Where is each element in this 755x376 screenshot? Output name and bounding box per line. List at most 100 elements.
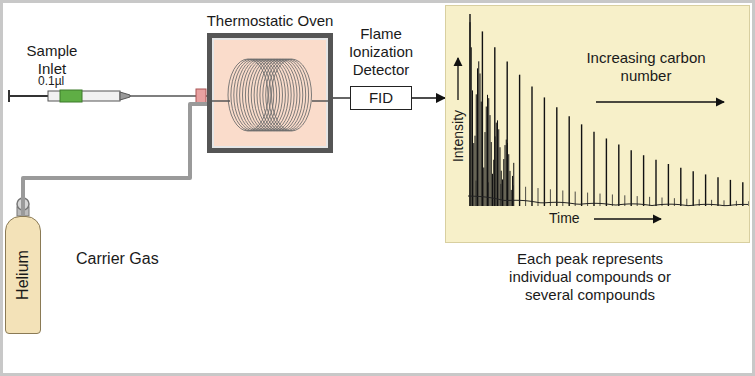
peak xyxy=(668,164,669,206)
peak xyxy=(482,31,483,206)
peak xyxy=(487,95,488,206)
gas-cylinder: Helium xyxy=(5,216,41,334)
peak xyxy=(505,145,506,206)
peaks xyxy=(470,14,749,206)
minor-peak xyxy=(476,181,477,206)
peak xyxy=(513,163,514,206)
peak xyxy=(508,154,509,206)
peak xyxy=(581,124,582,206)
axis-label: Time xyxy=(549,210,580,226)
peak xyxy=(643,155,644,206)
syringe-tip xyxy=(120,92,130,100)
peak xyxy=(502,179,503,206)
volume-label: 0.1µl xyxy=(38,74,64,88)
minor-peak xyxy=(550,189,551,206)
peak xyxy=(569,116,570,206)
peak xyxy=(488,98,489,206)
peak xyxy=(478,61,479,206)
minor-peak xyxy=(538,188,539,206)
peak xyxy=(693,171,694,206)
detector-box: Flame Ionization DetectorFID xyxy=(350,86,412,110)
column-line xyxy=(333,97,350,99)
gas-line xyxy=(23,104,207,216)
minor-peak xyxy=(711,200,712,206)
peak xyxy=(631,150,632,206)
peak xyxy=(497,120,498,206)
syringe-needle xyxy=(130,95,207,97)
axis-label: Intensity xyxy=(450,110,466,162)
peak xyxy=(544,97,545,206)
peak xyxy=(477,68,478,206)
peak xyxy=(655,160,656,206)
caption-note: Each peak represents individual compound… xyxy=(490,250,690,304)
peak xyxy=(680,168,681,206)
peak xyxy=(606,138,607,206)
peak xyxy=(491,142,492,206)
peak xyxy=(519,75,520,206)
minor-peak xyxy=(488,182,489,206)
peak xyxy=(512,176,513,206)
peak xyxy=(475,136,476,206)
minor-peak xyxy=(748,201,749,206)
coil-windings xyxy=(228,59,312,131)
peak xyxy=(490,115,491,206)
plunger-head xyxy=(60,90,82,102)
minor-peak xyxy=(513,185,514,206)
minor-peak xyxy=(637,196,638,206)
peak xyxy=(469,14,470,206)
peak xyxy=(485,132,486,206)
peak xyxy=(486,107,487,206)
syringe-barrel xyxy=(48,91,120,101)
peak xyxy=(483,167,484,206)
coil-winding xyxy=(272,59,312,131)
oven-box: Thermostatic Oven xyxy=(207,33,333,153)
coil-lead xyxy=(212,100,230,102)
trend-arrow xyxy=(596,101,724,102)
peak xyxy=(556,107,557,206)
peak xyxy=(507,62,508,206)
coil-lead xyxy=(312,100,328,102)
minor-peak xyxy=(525,187,526,206)
minor-peak xyxy=(686,199,687,206)
oven-heading: Thermostatic Oven xyxy=(207,12,334,29)
column-coil xyxy=(212,38,328,148)
peak xyxy=(476,94,477,206)
peak xyxy=(618,145,619,206)
syringe xyxy=(9,89,207,103)
coil-winding xyxy=(269,59,309,131)
axis-arrow xyxy=(594,218,661,219)
plunger-rod xyxy=(9,95,50,97)
peak xyxy=(481,102,482,206)
peak xyxy=(480,73,481,206)
peak xyxy=(717,177,718,206)
inlet-septum xyxy=(196,89,206,103)
peak xyxy=(730,180,731,206)
part-label: Sample Inlet xyxy=(22,42,82,78)
minor-peak xyxy=(500,184,501,206)
peak xyxy=(496,123,497,206)
peak xyxy=(472,90,473,206)
chromatogram-panel: Intensity Increasing carbon numberTime xyxy=(445,5,750,243)
baseline xyxy=(468,196,748,206)
peak xyxy=(498,129,499,206)
peak xyxy=(492,174,493,206)
axis-arrow xyxy=(457,58,458,100)
peak xyxy=(471,47,472,206)
part-label: Carrier Gas xyxy=(76,250,159,268)
peak xyxy=(511,190,512,206)
trend-label: Increasing carbon number xyxy=(571,48,721,86)
detector-heading: Flame Ionization Detector xyxy=(340,25,422,79)
minor-peak xyxy=(649,197,650,206)
peak xyxy=(593,132,594,206)
peak xyxy=(501,171,502,206)
detector-label: FID xyxy=(369,89,393,107)
cylinder-label: Helium xyxy=(14,250,32,300)
minor-peak xyxy=(674,198,675,206)
peak xyxy=(500,147,501,206)
minor-peak xyxy=(736,201,737,206)
minor-peak xyxy=(600,194,601,206)
peak xyxy=(705,174,706,206)
chromatogram-plot xyxy=(446,6,749,242)
